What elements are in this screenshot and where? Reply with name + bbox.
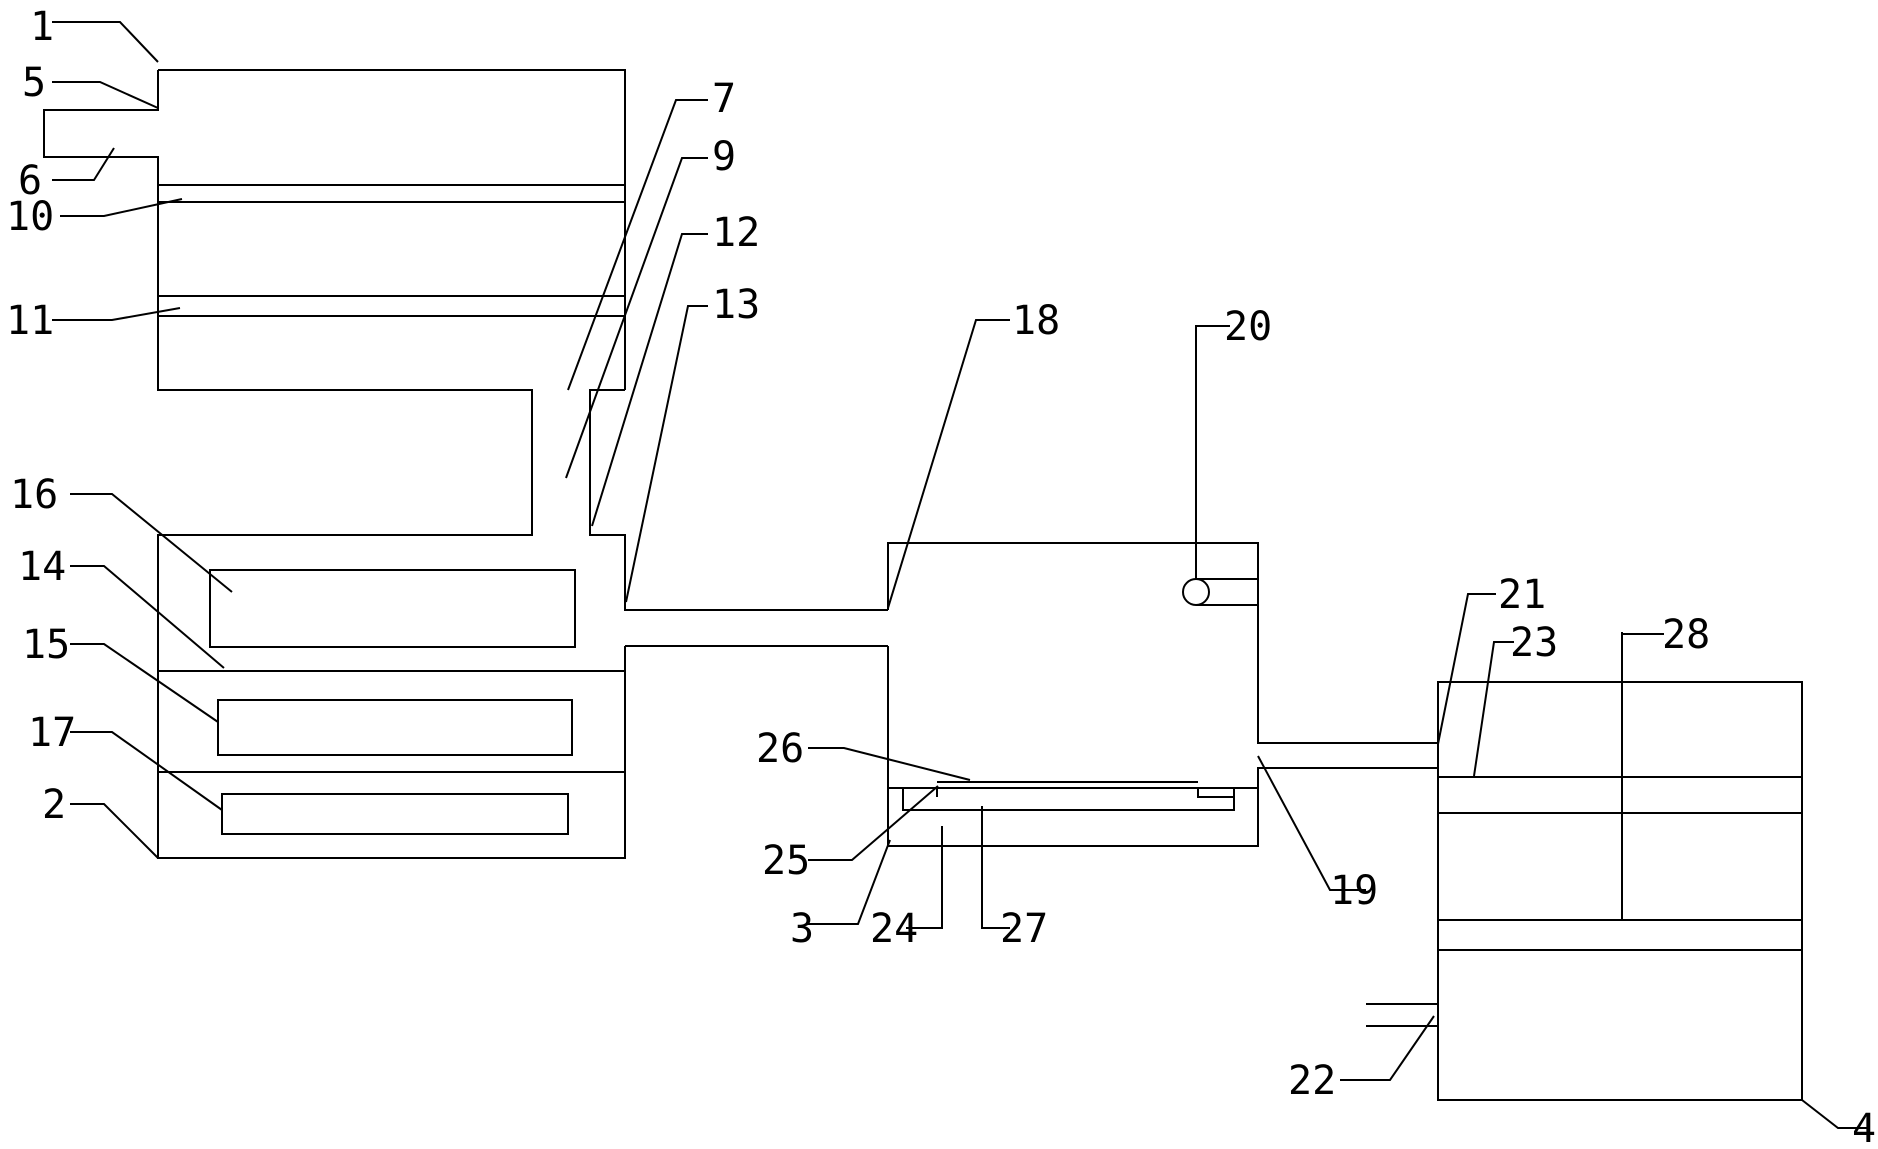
label-12: 12 — [712, 210, 760, 256]
leader-25 — [808, 785, 939, 861]
label-13: 13 — [712, 282, 760, 328]
outlet-channel — [589, 389, 888, 611]
label-5: 5 — [22, 60, 46, 106]
reference-numerals: 1 5 6 10 11 7 9 12 13 18 20 16 14 15 17 … — [6, 4, 1876, 1149]
leader-16 — [70, 493, 233, 593]
label-10: 10 — [6, 194, 54, 240]
label-16: 16 — [10, 472, 58, 518]
upper-unit-outline — [158, 69, 626, 390]
label-19: 19 — [1330, 868, 1378, 914]
label-26: 26 — [756, 726, 804, 772]
leader-26 — [808, 747, 971, 781]
label-9: 9 — [712, 134, 736, 180]
leader-9 — [565, 157, 708, 479]
component-15 — [217, 699, 573, 756]
leader-1 — [52, 21, 159, 63]
tray-25 — [902, 787, 1234, 810]
leader-18 — [887, 319, 1010, 609]
upper-unit-notch-5-6 — [43, 70, 626, 859]
leader-lines — [52, 21, 1868, 1129]
leader-27 — [981, 806, 1010, 929]
leader-11 — [52, 307, 181, 321]
leader-6 — [52, 147, 115, 181]
leader-7 — [567, 99, 708, 391]
lower-box — [158, 569, 625, 835]
leader-19 — [1257, 755, 1366, 891]
label-18: 18 — [1012, 298, 1060, 344]
label-17: 17 — [28, 710, 76, 756]
label-25: 25 — [762, 838, 810, 884]
leader-3 — [808, 839, 891, 925]
label-3: 3 — [790, 906, 814, 952]
leader-21 — [1437, 593, 1496, 745]
label-15: 15 — [22, 622, 70, 668]
label-1: 1 — [30, 4, 54, 50]
leader-24 — [906, 826, 943, 929]
leader-20 — [1195, 325, 1230, 579]
label-21: 21 — [1498, 572, 1546, 618]
upper-unit — [43, 69, 888, 859]
right-box — [1366, 632, 1802, 1027]
label-14: 14 — [18, 544, 66, 590]
leader-2 — [70, 803, 159, 859]
label-11: 11 — [6, 298, 54, 344]
label-6: 6 — [18, 158, 42, 204]
leader-5 — [52, 81, 159, 109]
leader-15 — [70, 643, 219, 723]
leader-12 — [591, 233, 708, 527]
leader-10 — [60, 198, 183, 217]
label-23: 23 — [1510, 620, 1558, 666]
label-2: 2 — [42, 782, 66, 828]
label-20: 20 — [1224, 304, 1272, 350]
label-24: 24 — [870, 906, 918, 952]
label-22: 22 — [1288, 1058, 1336, 1104]
tray-26 — [902, 788, 1235, 811]
label-4: 4 — [1852, 1106, 1876, 1149]
leader-4 — [1801, 1099, 1868, 1129]
label-27: 27 — [1000, 906, 1048, 952]
sensor-20 — [1182, 578, 1210, 606]
right-box-top — [1437, 681, 1802, 743]
label-7: 7 — [712, 76, 736, 122]
leader-23 — [1473, 641, 1514, 777]
middle-box-lower — [887, 646, 1438, 847]
middle-box — [887, 542, 1803, 1101]
component-16 — [209, 569, 576, 648]
label-28: 28 — [1662, 612, 1710, 658]
leader-17 — [70, 731, 223, 811]
leader-14 — [70, 565, 225, 669]
leader-13 — [625, 305, 708, 603]
component-17 — [221, 793, 569, 835]
leader-22 — [1340, 1015, 1435, 1081]
